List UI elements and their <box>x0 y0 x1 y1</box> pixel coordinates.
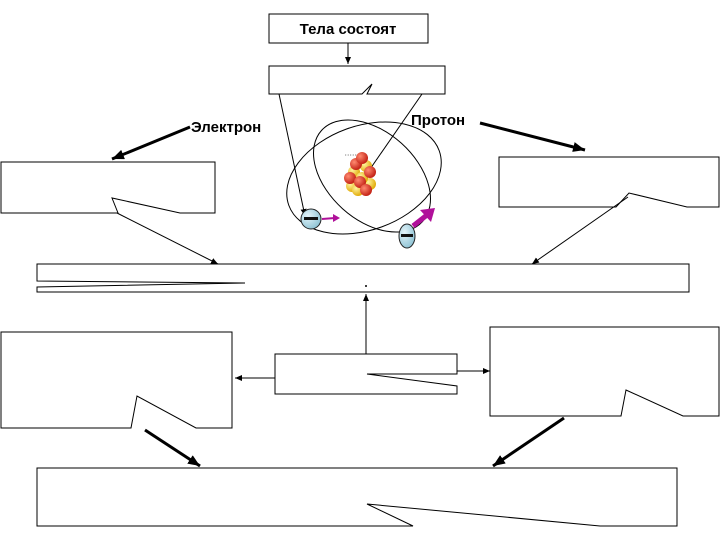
line-to-electron <box>278 93 307 217</box>
line-to-nucleus <box>367 93 423 173</box>
electron-2 <box>398 208 435 249</box>
bar-dot <box>365 285 367 287</box>
proton-callout-box <box>498 156 720 208</box>
lower-left-callout-box <box>0 331 233 429</box>
orbit-1 <box>286 121 442 235</box>
proton-arrow <box>479 121 586 152</box>
center-result-bar <box>36 263 690 293</box>
center-callout-box <box>274 353 458 395</box>
lower-right-callout-box <box>489 326 720 417</box>
title-box: Тела состоят <box>268 13 429 44</box>
electron-arrow <box>111 125 191 161</box>
electron-callout-box <box>0 161 216 214</box>
proton-label: Протон <box>411 112 465 129</box>
nucleus: • • • • • <box>344 152 376 196</box>
svg-text:• • • • •: • • • • • <box>345 152 357 157</box>
electron-to-bar-line <box>116 212 219 265</box>
lower-left-arrow <box>144 428 201 468</box>
electron-1 <box>300 208 340 230</box>
atom-illustration: • • • • • <box>286 119 442 249</box>
composition-callout-box <box>268 65 446 95</box>
electron-label: Электрон <box>191 119 261 136</box>
title-text: Тела состоят <box>300 21 397 38</box>
lower-right-arrow <box>492 416 565 468</box>
bottom-conclusion-box <box>36 467 678 527</box>
proton-to-bar-line <box>531 196 629 265</box>
